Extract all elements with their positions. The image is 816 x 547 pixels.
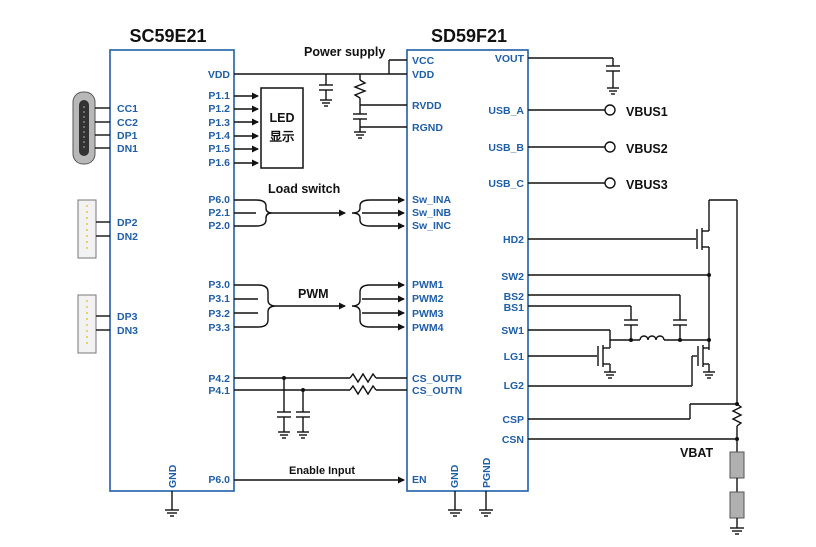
power-stage bbox=[528, 199, 738, 404]
pwm-label: PWM bbox=[298, 287, 329, 301]
vbat-label: VBAT bbox=[680, 446, 713, 460]
pin-p3-1: P3.1 bbox=[208, 293, 230, 305]
pin-pwm1: PWM1 bbox=[412, 279, 444, 291]
pin-p3-3: P3.3 bbox=[208, 322, 230, 334]
battery-sense-network bbox=[528, 402, 743, 452]
left-chip-title: SC59E21 bbox=[129, 26, 206, 46]
pin-left-vdd: VDD bbox=[208, 69, 231, 81]
pin-p1-6: P1.6 bbox=[208, 157, 230, 169]
load-switch-wires bbox=[234, 196, 405, 230]
vbus2-label: VBUS2 bbox=[626, 142, 668, 156]
pin-vcc: VCC bbox=[412, 55, 435, 67]
power-supply-label: Power supply bbox=[304, 45, 385, 59]
pin-cc1: CC1 bbox=[117, 103, 138, 115]
pin-pwm4: PWM4 bbox=[412, 322, 444, 334]
usb-a-connector-1-icon bbox=[77, 199, 97, 259]
pin-p1-3: P1.3 bbox=[208, 117, 230, 129]
pin-cc2: CC2 bbox=[117, 117, 138, 129]
pin-p1-4: P1.4 bbox=[208, 130, 230, 142]
enable-input-label: Enable Input bbox=[289, 465, 355, 477]
vout-capacitor-icon bbox=[528, 57, 620, 95]
load-switch-pin-group: P6.0 P2.1 P2.0 bbox=[208, 194, 230, 232]
pin-p2-1: P2.1 bbox=[208, 207, 230, 219]
led-label-line1: LED bbox=[270, 111, 295, 125]
pin-p6-0: P6.0 bbox=[208, 194, 230, 206]
pin-p3-2: P3.2 bbox=[208, 308, 230, 320]
pin-csp: CSP bbox=[502, 414, 524, 426]
led-display-box bbox=[260, 87, 304, 169]
pin-en: EN bbox=[412, 474, 427, 486]
current-sense-wires bbox=[234, 372, 407, 439]
vbus-outputs bbox=[528, 104, 616, 189]
vbus1-label: VBUS1 bbox=[626, 105, 668, 119]
vbus3-label: VBUS3 bbox=[626, 178, 668, 192]
pin-p1-1: P1.1 bbox=[208, 90, 230, 102]
pin-bs2: BS2 bbox=[504, 291, 525, 303]
pin-lg2: LG2 bbox=[504, 380, 525, 392]
ground-icon bbox=[165, 491, 493, 517]
pin-dp3: DP3 bbox=[117, 311, 138, 323]
pin-left-gnd: GND bbox=[167, 464, 179, 488]
pin-cs-outp: CS_OUTP bbox=[412, 373, 462, 385]
pin-dn3: DN3 bbox=[117, 325, 138, 337]
pin-p1-2: P1.2 bbox=[208, 103, 230, 115]
pin-p2-0: P2.0 bbox=[208, 220, 230, 232]
vdd-power-net bbox=[234, 59, 407, 139]
pin-pwm2: PWM2 bbox=[412, 293, 444, 305]
pin-vout: VOUT bbox=[495, 53, 525, 65]
pin-csn: CSN bbox=[502, 434, 524, 446]
pin-sw1: SW1 bbox=[501, 325, 524, 337]
right-chip-title: SD59F21 bbox=[431, 26, 507, 46]
usb-c-connector-icon bbox=[72, 91, 96, 165]
pin-left-p6-0-en: P6.0 bbox=[208, 474, 230, 486]
pin-pgnd: PGND bbox=[481, 457, 493, 488]
led-wires bbox=[234, 92, 259, 167]
led-pin-group: P1.1 P1.2 P1.3 P1.4 P1.5 P1.6 bbox=[208, 90, 230, 169]
pin-bs1: BS1 bbox=[504, 302, 525, 314]
pin-usb-c: USB_C bbox=[488, 178, 524, 190]
pin-p4-1: P4.1 bbox=[208, 385, 230, 397]
pin-cs-outn: CS_OUTN bbox=[412, 385, 462, 397]
pin-p4-2: P4.2 bbox=[208, 373, 230, 385]
pin-p3-0: P3.0 bbox=[208, 279, 230, 291]
pin-right-vdd: VDD bbox=[412, 69, 435, 81]
pin-sw-inc: Sw_INC bbox=[412, 220, 452, 232]
load-switch-label: Load switch bbox=[268, 182, 340, 196]
pin-dn2: DN2 bbox=[117, 231, 138, 243]
pin-dp2: DP2 bbox=[117, 217, 138, 229]
pin-sw2: SW2 bbox=[501, 271, 524, 283]
pin-rvdd: RVDD bbox=[412, 100, 442, 112]
pwm-pin-group: P3.0 P3.1 P3.2 P3.3 bbox=[208, 279, 230, 334]
left-chip-body bbox=[109, 49, 235, 492]
pin-sw-ina: Sw_INA bbox=[412, 194, 452, 206]
led-label-line2: 显示 bbox=[269, 130, 295, 144]
pin-right-gnd: GND bbox=[449, 464, 461, 488]
pin-dn1: DN1 bbox=[117, 143, 138, 155]
pin-sw-inb: Sw_INB bbox=[412, 207, 452, 219]
usb-a-connector-2-icon bbox=[77, 294, 97, 354]
right-chip-body bbox=[406, 49, 529, 492]
pin-p1-5: P1.5 bbox=[208, 143, 230, 155]
pwm-wires bbox=[234, 281, 405, 331]
pin-usb-b: USB_B bbox=[488, 142, 524, 154]
pin-usb-a: USB_A bbox=[488, 105, 524, 117]
pin-lg1: LG1 bbox=[504, 351, 525, 363]
pin-hd2: HD2 bbox=[503, 234, 524, 246]
pin-dp1: DP1 bbox=[117, 130, 138, 142]
pin-pwm3: PWM3 bbox=[412, 308, 444, 320]
pin-rgnd: RGND bbox=[412, 122, 443, 134]
battery-icon bbox=[729, 451, 745, 535]
